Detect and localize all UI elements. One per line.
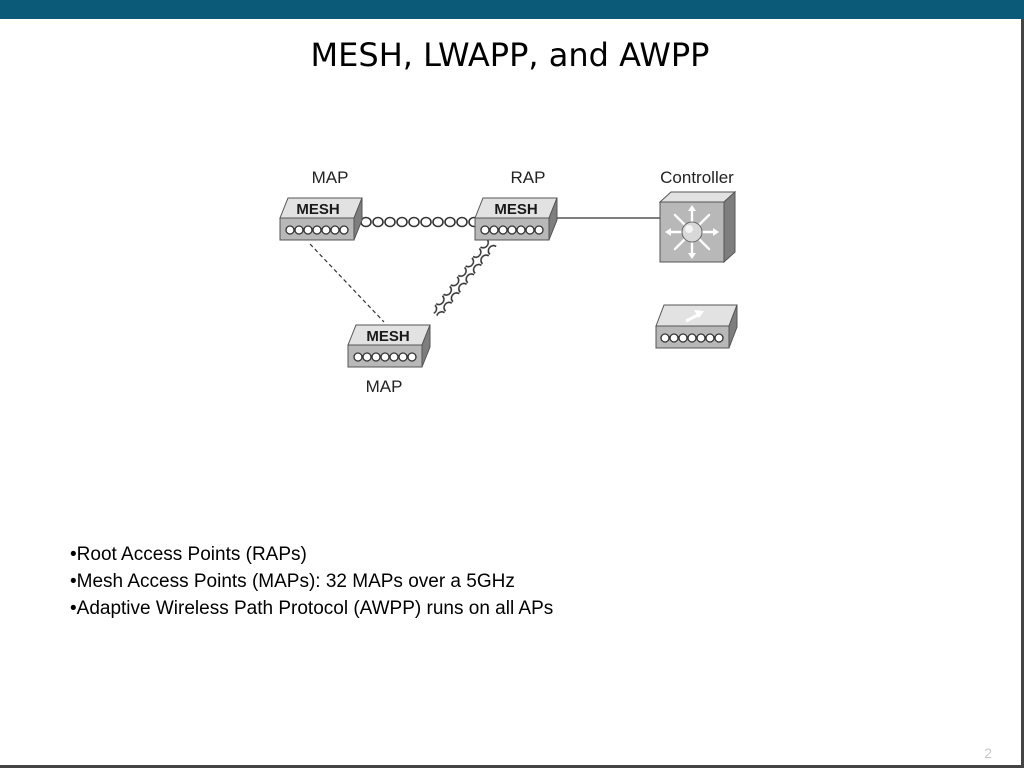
bullet-item: •Root Access Points (RAPs): [70, 544, 307, 565]
wireless-link-rap-to-map-bottom: [430, 238, 497, 319]
wireless-link-map-top-to-rap: [355, 216, 479, 228]
rap-port-icons: [480, 225, 544, 235]
map-top-port-icons: [285, 225, 349, 235]
map-bottom-label: MAP: [366, 377, 403, 396]
controller-device: [658, 190, 737, 264]
switch-device: [655, 304, 738, 349]
map-top-device: MESH: [279, 197, 363, 241]
rap-device: MESH: [474, 197, 558, 241]
map-bottom-port-icons: [353, 352, 417, 362]
links: [309, 216, 660, 323]
map-top-label: MAP: [312, 168, 349, 187]
controller-label: Controller: [660, 168, 734, 187]
map-bottom-mesh-text: MESH: [366, 328, 409, 345]
rap-label: RAP: [511, 168, 546, 187]
rap-mesh-text: MESH: [494, 201, 537, 218]
top-bar: [0, 0, 1024, 19]
map-top-mesh-text: MESH: [296, 201, 339, 218]
switch-port-icons: [660, 333, 724, 343]
bullet-item: •Adaptive Wireless Path Protocol (AWPP) …: [70, 598, 554, 619]
bullet-item: •Mesh Access Points (MAPs): 32 MAPs over…: [70, 571, 515, 592]
switch-arrow-icon: [685, 310, 704, 323]
slide-title: MESH, LWAPP, and AWPP: [310, 36, 710, 74]
link-map-top-to-map-bottom: [309, 243, 385, 323]
bullet-list: •Root Access Points (RAPs) •Mesh Access …: [70, 541, 553, 622]
page-number: 2: [984, 745, 992, 761]
map-bottom-device: MESH: [347, 324, 431, 368]
slide-border-bottom: [0, 765, 1024, 768]
slide-border-right: [1021, 19, 1024, 768]
